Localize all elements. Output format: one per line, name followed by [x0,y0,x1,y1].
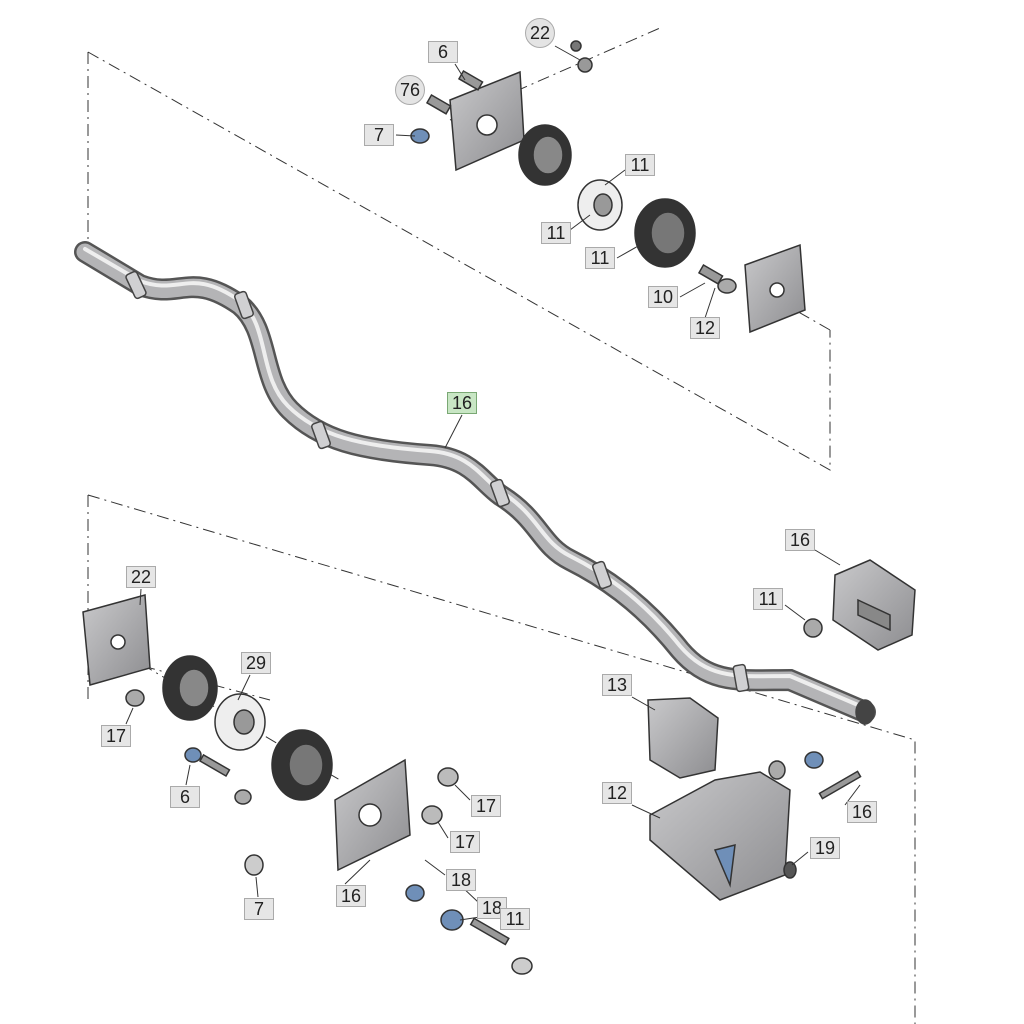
callout-label: 11 [585,247,615,269]
callout-label: 11 [753,588,783,610]
stabilizer-bar [74,241,876,725]
callout-label: 17 [471,795,501,817]
left-bracket-assembly [82,594,533,975]
callout-label: 12 [690,317,720,339]
callout-label: 16 [785,529,815,551]
callout-label: 6 [170,786,200,808]
callout-label: 18 [446,869,476,891]
top-bracket-assembly [410,40,806,334]
callout-label: 16 [336,885,366,907]
callout-label: 76 [395,75,425,105]
callout-label: 11 [541,222,571,244]
callout-label: 10 [648,286,678,308]
callout-label-highlighted: 16 [447,392,477,414]
callout-label: 22 [525,18,555,48]
callout-label: 12 [602,782,632,804]
callout-label: 7 [364,124,394,146]
callout-label: 19 [810,837,840,859]
callout-label: 11 [625,154,655,176]
callout-label: 6 [428,41,458,63]
callout-label: 16 [847,801,877,823]
callout-label: 17 [101,725,131,747]
callout-label: 17 [450,831,480,853]
callout-label: 22 [126,566,156,588]
callout-label: 7 [244,898,274,920]
callout-label: 13 [602,674,632,696]
right-bracket-assembly [647,559,916,901]
callout-label: 11 [500,908,530,930]
callout-label: 18 [477,897,507,919]
callout-label: 29 [241,652,271,674]
